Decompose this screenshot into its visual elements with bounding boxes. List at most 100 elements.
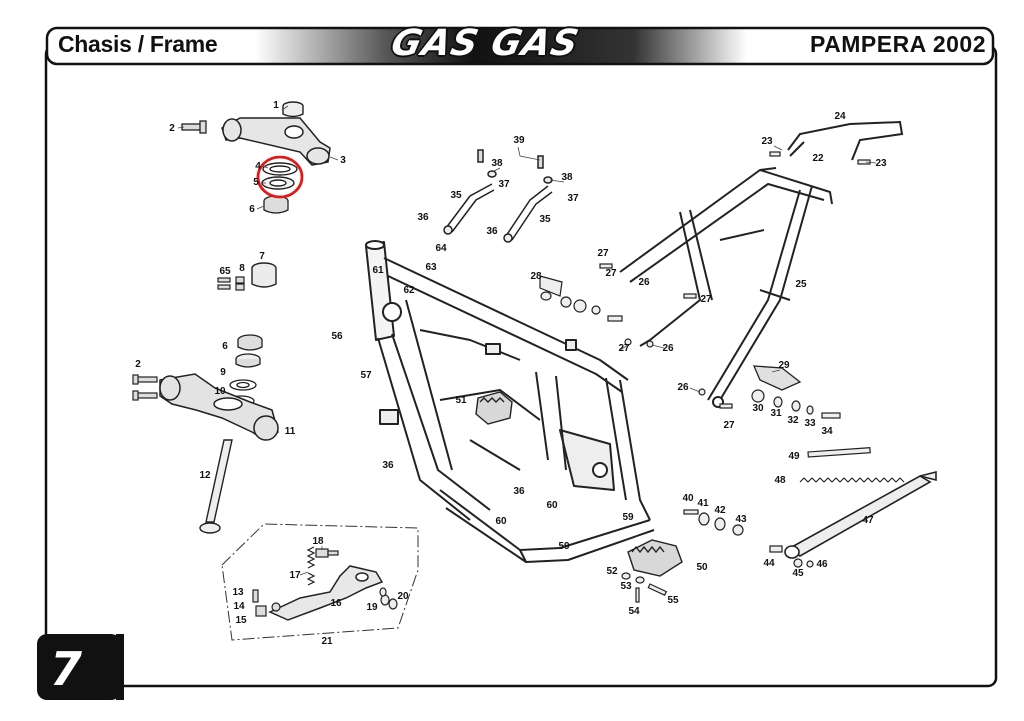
callout-c36d: 36 — [513, 486, 525, 497]
lower-triple-clamp — [159, 373, 279, 441]
callout-c50: 50 — [696, 562, 708, 573]
callout-c36b: 36 — [486, 226, 498, 237]
steering-stem-12 — [199, 439, 233, 534]
callout-c38b: 38 — [561, 172, 573, 183]
bearing-6-lower — [235, 334, 263, 368]
subframe-hardware — [539, 151, 871, 409]
callout-c16: 16 — [330, 598, 342, 609]
bushing-7 — [251, 262, 277, 288]
callout-c47: 47 — [862, 515, 874, 526]
bolt-18 — [315, 548, 339, 558]
callout-c28: 28 — [530, 271, 542, 282]
callout-c60b: 60 — [546, 500, 558, 511]
callout-c8: 8 — [239, 263, 245, 274]
stand-hardware — [621, 509, 814, 603]
callout-c22: 22 — [812, 153, 824, 164]
callout-c7: 7 — [259, 251, 265, 262]
callout-c36c: 36 — [382, 460, 394, 471]
callout-c23b: 23 — [875, 158, 887, 169]
side-brackets-35-38 — [443, 149, 553, 243]
small-parts-8-65 — [217, 276, 245, 291]
page-number-tab — [37, 634, 121, 700]
passenger-peg-29 — [752, 365, 802, 391]
callout-c19: 19 — [366, 602, 378, 613]
bearing-ring-4 — [262, 162, 298, 176]
callout-c65: 65 — [219, 266, 231, 277]
side-stand-47 — [784, 470, 937, 559]
callout-c57: 57 — [360, 370, 372, 381]
callout-c48: 48 — [774, 475, 786, 486]
upper-triple-clamp — [221, 117, 331, 166]
callout-c4: 4 — [255, 161, 261, 172]
callout-c27b: 27 — [618, 343, 630, 354]
callout-c38a: 38 — [491, 158, 503, 169]
callout-c15: 15 — [235, 615, 247, 626]
model-year-title: PAMPERA 2002 — [809, 31, 986, 57]
callout-c26b: 26 — [662, 343, 674, 354]
callout-c20: 20 — [397, 591, 409, 602]
clamp-bolts-lower — [132, 374, 158, 401]
callout-c55: 55 — [667, 595, 679, 606]
callout-c59a: 59 — [622, 512, 634, 523]
callout-c37b: 37 — [567, 193, 579, 204]
washers-19-20 — [379, 587, 398, 610]
callout-c35b: 35 — [539, 214, 551, 225]
callout-labels: 1 2 3 4 5 6 7 8 65 6 2 9 10 11 12 39 38 … — [135, 100, 887, 647]
callout-c30: 30 — [752, 403, 764, 414]
callout-c14: 14 — [233, 601, 245, 612]
callout-c6a: 6 — [249, 204, 255, 215]
callout-c36a: 36 — [417, 212, 429, 223]
callout-c43: 43 — [735, 514, 747, 525]
section-title: Chasis / Frame — [58, 31, 218, 57]
callout-c2b: 2 — [135, 359, 141, 370]
callout-c51: 51 — [455, 395, 467, 406]
callout-c41: 41 — [697, 498, 709, 509]
callout-c27d: 27 — [723, 420, 735, 431]
callout-c5: 5 — [253, 177, 259, 188]
callout-c63: 63 — [425, 262, 437, 273]
grab-handle-24 — [787, 120, 904, 161]
bearing-6-top — [263, 195, 289, 214]
callout-c56: 56 — [331, 331, 343, 342]
callout-c42: 42 — [714, 505, 726, 516]
brake-pedal-16 — [268, 565, 384, 621]
callout-c62: 62 — [403, 285, 415, 296]
callout-c24: 24 — [834, 111, 846, 122]
callout-c2a: 2 — [169, 123, 175, 134]
callout-c54: 54 — [628, 606, 640, 617]
callout-c44: 44 — [763, 558, 775, 569]
stem-nut — [282, 101, 304, 118]
callout-c25: 25 — [795, 279, 807, 290]
rear-subframe — [619, 167, 833, 408]
callout-c18: 18 — [312, 536, 324, 547]
page-number: 7 — [50, 642, 83, 696]
callout-c33: 33 — [804, 418, 816, 429]
callout-c59b: 59 — [558, 541, 570, 552]
callout-c17: 17 — [289, 570, 301, 581]
callout-c26a: 26 — [638, 277, 650, 288]
callout-c45: 45 — [792, 568, 804, 579]
callout-c27c: 27 — [700, 294, 712, 305]
callout-c23a: 23 — [761, 136, 773, 147]
leader-lines — [177, 105, 877, 576]
bolts-13-15 — [252, 589, 281, 617]
callout-c46: 46 — [816, 559, 828, 570]
stand-pin-49 — [807, 447, 871, 458]
callout-c11: 11 — [285, 426, 296, 437]
footpeg-51 — [475, 391, 513, 425]
callout-c49: 49 — [788, 451, 800, 462]
header-bar — [45, 26, 995, 66]
brand-logo: GAS GAS — [387, 23, 583, 64]
callout-c34: 34 — [821, 426, 833, 437]
callout-c31: 31 — [770, 408, 782, 419]
highlight-circle — [256, 155, 304, 199]
clamp-bolt-top — [181, 120, 207, 134]
spring-17 — [306, 546, 316, 586]
callout-c9: 9 — [220, 367, 226, 378]
callout-c6b: 6 — [222, 341, 228, 352]
callout-c52: 52 — [606, 566, 618, 577]
callout-c27a: 27 — [597, 248, 609, 259]
callout-c40: 40 — [682, 493, 694, 504]
callout-c12: 12 — [199, 470, 211, 481]
